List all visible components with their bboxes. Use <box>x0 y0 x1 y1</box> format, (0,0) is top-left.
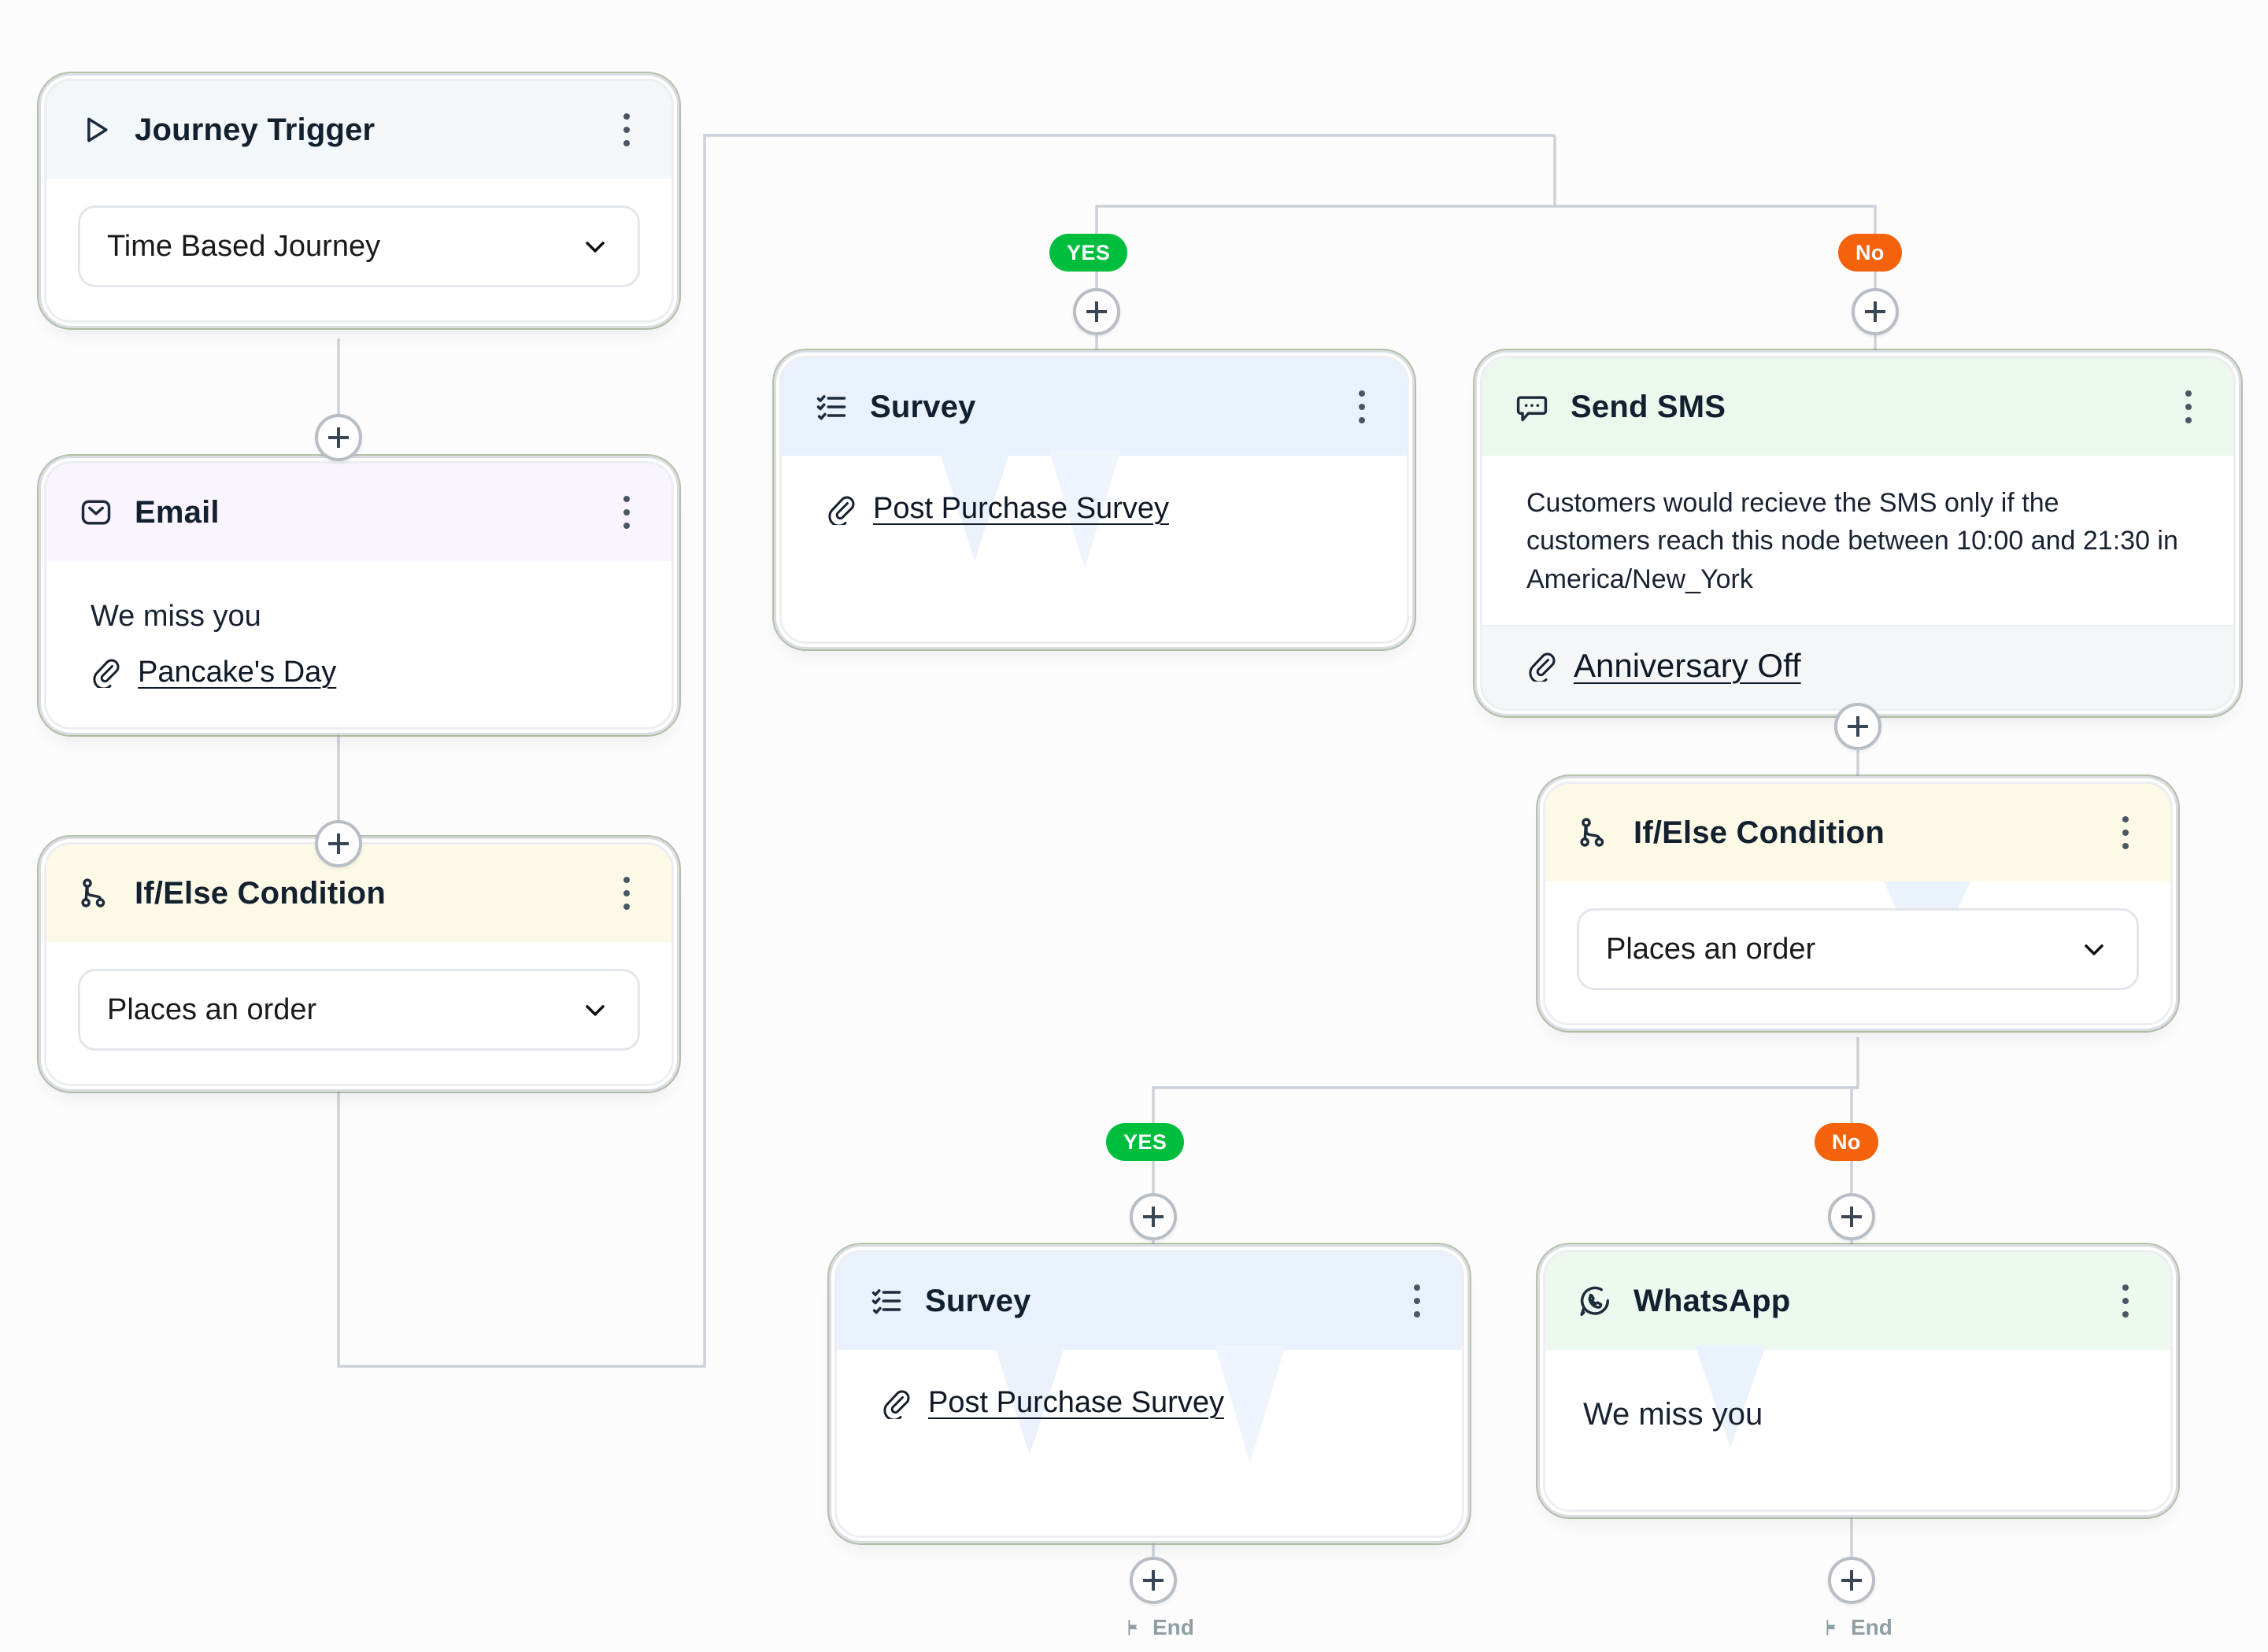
email-attachment-label: Pancake's Day <box>138 655 337 689</box>
node-title: Send SMS <box>1571 389 1726 424</box>
whatsapp-message: We miss you <box>1583 1397 1763 1432</box>
checklist-icon <box>868 1283 905 1319</box>
node-header: If/Else Condition <box>1545 784 2170 881</box>
flag-icon <box>1822 1617 1843 1638</box>
survey-bottom-attachment[interactable]: Post Purchase Survey <box>881 1386 1430 1420</box>
survey-bottom-attachment-label: Post Purchase Survey <box>928 1386 1224 1419</box>
node-header: Survey <box>837 1252 1462 1350</box>
branch-icon <box>78 875 114 911</box>
kebab-menu-icon[interactable] <box>2112 811 2139 855</box>
end-marker-whatsapp: End <box>1822 1615 1892 1640</box>
node-send-sms[interactable]: Send SMS Customers would recieve the SMS… <box>1480 356 2236 711</box>
node-body: Places an order <box>46 942 672 1084</box>
branch-badge-label: No <box>1832 1129 1861 1154</box>
node-header: Email <box>46 464 672 561</box>
node-body: Post Purchase Survey <box>837 1345 1462 1536</box>
node-header: Send SMS <box>1482 358 2233 456</box>
kebab-menu-icon[interactable] <box>1404 1279 1430 1323</box>
condition-left-value: Places an order <box>107 992 317 1026</box>
node-body: Customers would recieve the SMS only if … <box>1482 456 2233 625</box>
node-title: Survey <box>925 1283 1031 1318</box>
node-body: Places an order <box>1545 881 2170 1023</box>
condition-right-value: Places an order <box>1606 932 1816 966</box>
node-title: Journey Trigger <box>135 112 376 147</box>
node-body: We miss you <box>1545 1345 2170 1510</box>
end-marker-label: End <box>1851 1615 1892 1639</box>
node-header: Journey Trigger <box>46 81 672 179</box>
node-title: Email <box>135 494 220 530</box>
survey-top-attachment[interactable]: Post Purchase Survey <box>826 492 1375 526</box>
chevron-down-icon <box>2078 933 2110 965</box>
add-node-button-yes-top[interactable] <box>1073 288 1120 335</box>
add-node-button-no-top[interactable] <box>1852 288 1899 335</box>
branch-badge-yes-bottom[interactable]: YES <box>1106 1123 1185 1161</box>
email-message: We miss you <box>91 600 261 633</box>
sms-attachment[interactable]: Anniversary Off <box>1514 647 2202 685</box>
add-node-button-sms[interactable] <box>1834 703 1881 750</box>
condition-left-select[interactable]: Places an order <box>78 969 640 1051</box>
branch-badge-yes-top[interactable]: YES <box>1049 234 1128 272</box>
add-node-button-whatsapp-end[interactable] <box>1828 1557 1875 1604</box>
kebab-menu-icon[interactable] <box>2175 385 2202 429</box>
paperclip-icon <box>91 656 122 689</box>
branch-badge-label: YES <box>1123 1129 1167 1154</box>
sms-attachment-label: Anniversary Off <box>1574 646 1801 684</box>
node-body: We miss you Pancake's Day <box>46 561 672 727</box>
paperclip-icon <box>881 1388 912 1419</box>
branch-badge-no-top[interactable]: No <box>1838 234 1902 272</box>
node-whatsapp[interactable]: WhatsApp We miss you <box>1543 1250 2173 1512</box>
paperclip-icon <box>826 493 857 525</box>
paperclip-icon <box>1526 650 1558 682</box>
add-node-button-survey-end[interactable] <box>1130 1557 1177 1604</box>
node-title: WhatsApp <box>1633 1283 1791 1318</box>
sms-description: Customers would recieve the SMS only if … <box>1526 488 2178 594</box>
node-survey-bottom[interactable]: Survey Post Purchase Survey <box>834 1250 1464 1538</box>
add-node-button-no-bottom[interactable] <box>1828 1193 1875 1240</box>
add-node-button-yes-bottom[interactable] <box>1130 1193 1177 1240</box>
node-title: If/Else Condition <box>135 875 386 911</box>
node-title: If/Else Condition <box>1633 815 1885 850</box>
chevron-down-icon <box>579 994 611 1026</box>
trigger-type-value: Time Based Journey <box>107 229 381 263</box>
node-body: Post Purchase Survey <box>782 451 1407 641</box>
node-footer: Anniversary Off <box>1482 624 2233 708</box>
checklist-icon <box>813 389 849 425</box>
node-survey-top[interactable]: Survey Post Purchase Survey <box>779 356 1409 644</box>
chat-bubble-icon <box>1514 389 1550 425</box>
whatsapp-icon <box>1577 1283 1613 1319</box>
node-condition-left[interactable]: If/Else Condition Places an order <box>44 842 674 1086</box>
branch-badge-label: YES <box>1067 240 1111 264</box>
node-journey-trigger[interactable]: Journey Trigger Time Based Journey <box>44 79 674 323</box>
add-node-button-email[interactable] <box>315 820 362 867</box>
flag-icon <box>1124 1617 1145 1638</box>
node-header: If/Else Condition <box>46 844 672 942</box>
node-header: WhatsApp <box>1545 1252 2170 1350</box>
node-condition-right[interactable]: If/Else Condition Places an order <box>1543 782 2173 1026</box>
kebab-menu-icon[interactable] <box>613 871 640 915</box>
email-attachment[interactable]: Pancake's Day <box>91 656 640 689</box>
add-node-button-trigger[interactable] <box>315 414 362 461</box>
kebab-menu-icon[interactable] <box>1349 385 1375 429</box>
node-header: Survey <box>782 358 1407 456</box>
node-email[interactable]: Email We miss you Pancake's Day <box>44 461 674 730</box>
node-title: Survey <box>870 389 976 424</box>
branch-icon <box>1577 815 1613 851</box>
condition-right-select[interactable]: Places an order <box>1577 908 2139 990</box>
branch-badge-label: No <box>1855 240 1885 264</box>
kebab-menu-icon[interactable] <box>613 490 640 534</box>
branch-badge-no-bottom[interactable]: No <box>1815 1123 1878 1161</box>
kebab-menu-icon[interactable] <box>2112 1279 2139 1323</box>
end-marker-label: End <box>1152 1615 1194 1639</box>
envelope-icon <box>78 494 114 530</box>
survey-top-attachment-label: Post Purchase Survey <box>873 492 1169 525</box>
end-marker-survey: End <box>1124 1615 1194 1640</box>
play-icon <box>78 112 114 148</box>
node-body: Time Based Journey <box>46 179 672 320</box>
chevron-down-icon <box>579 231 611 262</box>
kebab-menu-icon[interactable] <box>613 108 640 152</box>
trigger-type-select[interactable]: Time Based Journey <box>78 205 640 287</box>
